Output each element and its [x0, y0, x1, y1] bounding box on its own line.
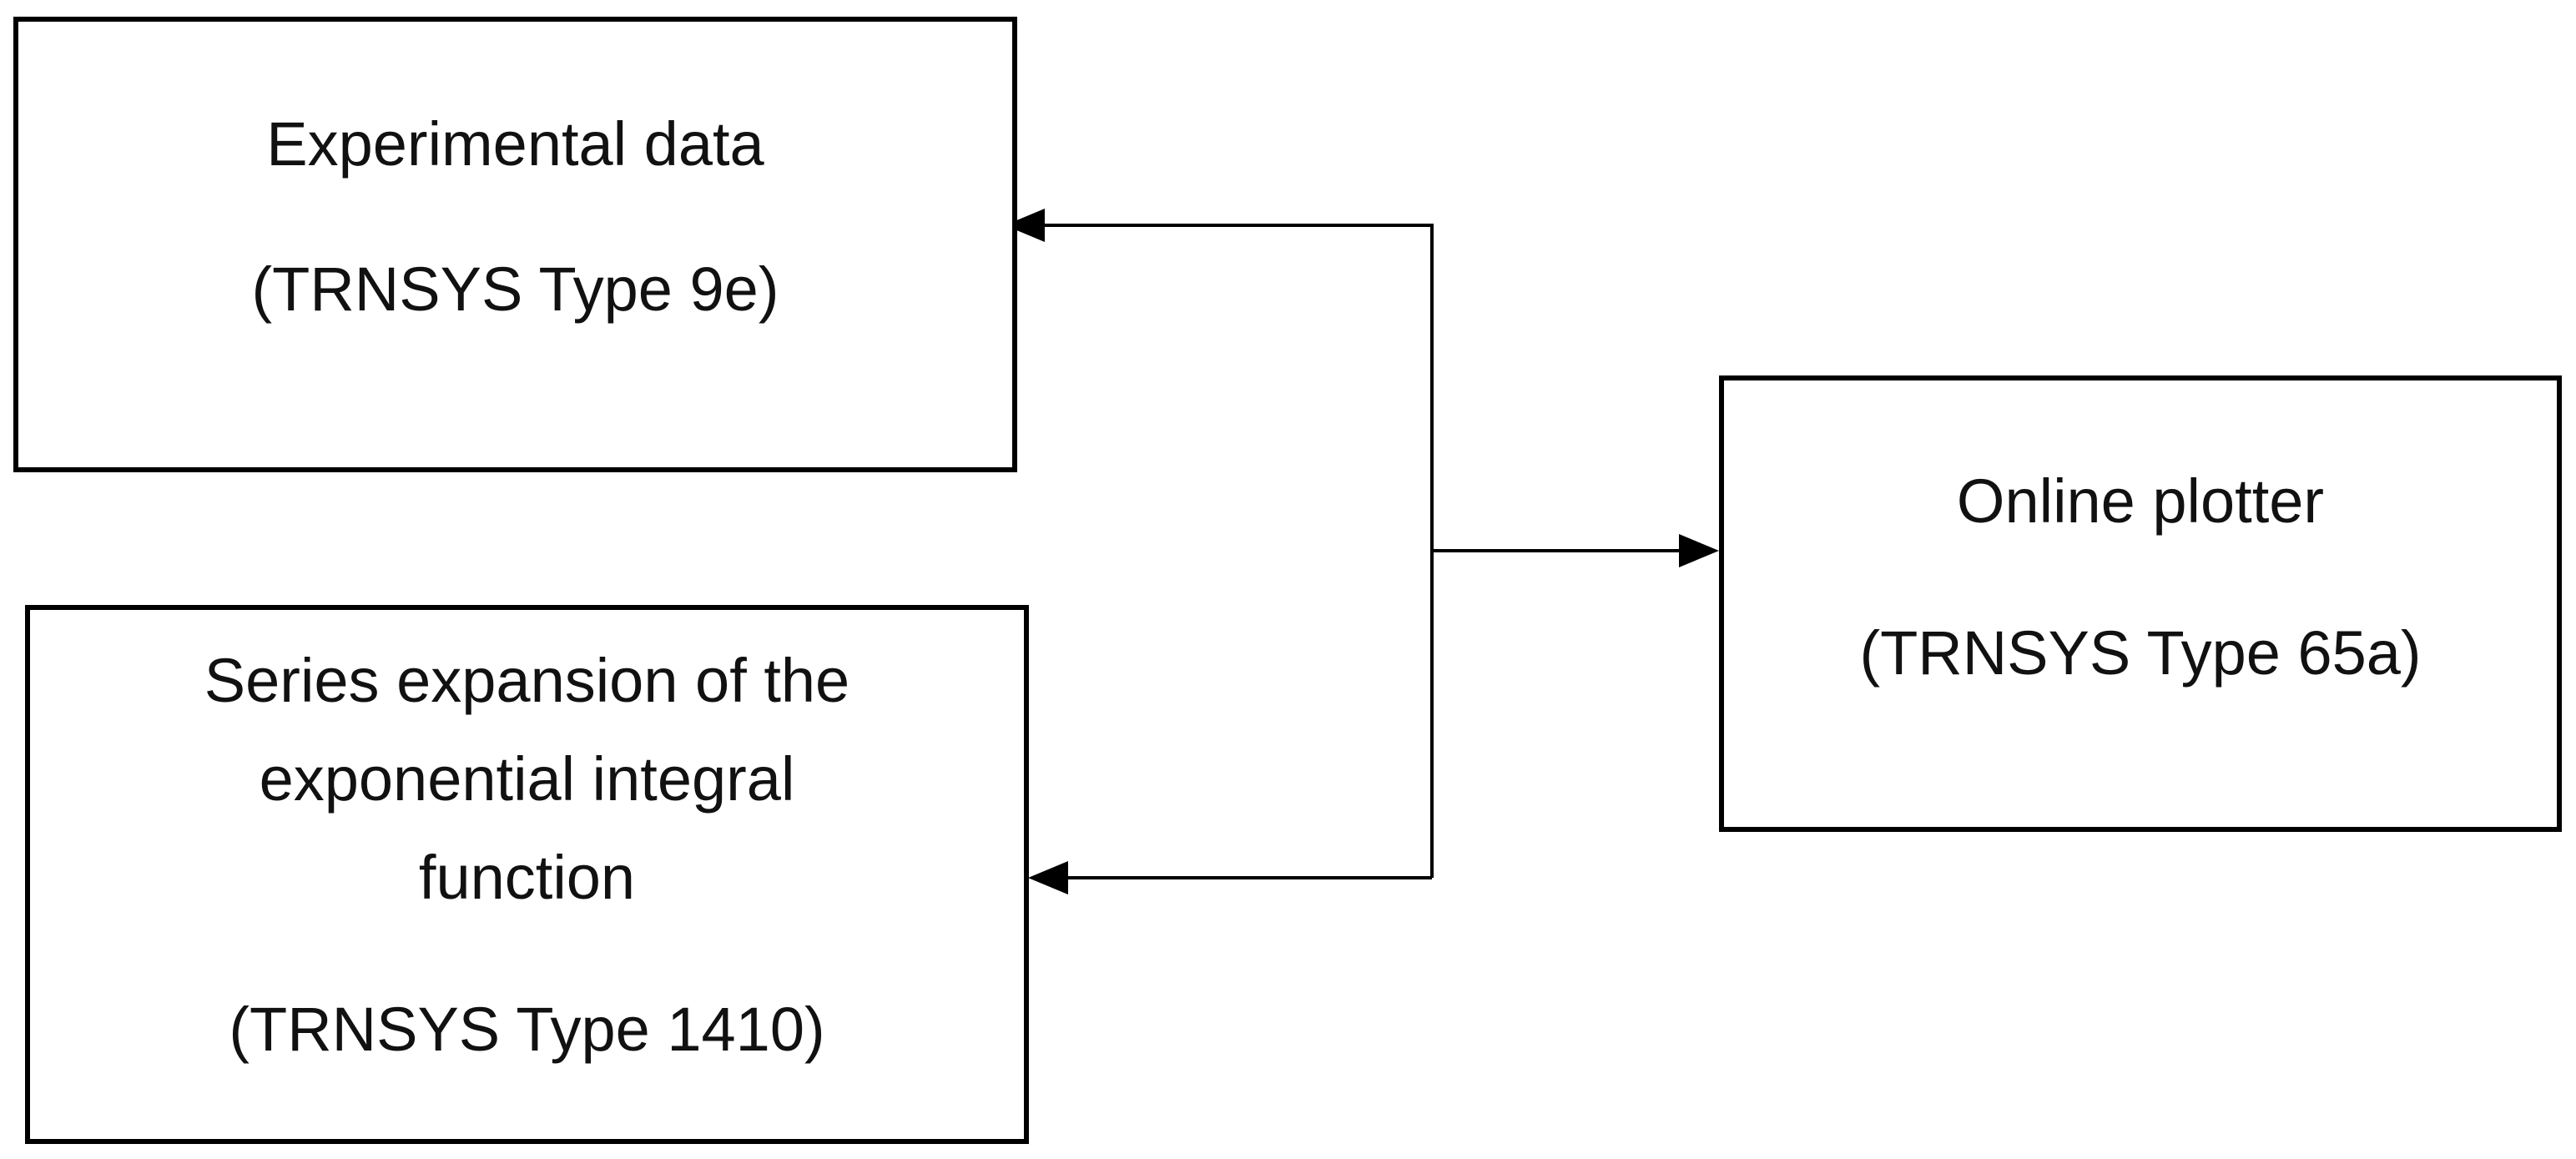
arrowhead-plotter	[1679, 534, 1719, 567]
online-plotter-title: Online plotter	[1956, 466, 2325, 536]
series-expansion-line-3: function	[418, 843, 636, 912]
series-expansion-line-2: exponential integral	[259, 744, 795, 814]
experimental-data-title: Experimental data	[266, 109, 764, 179]
online-plotter-box: Online plotter (TRNSYS Type 65a)	[1719, 375, 2562, 832]
arrowhead-series	[1028, 861, 1068, 894]
experimental-data-box: Experimental data (TRNSYS Type 9e)	[13, 17, 1017, 472]
experimental-data-type: (TRNSYS Type 9e)	[251, 254, 779, 324]
series-expansion-type: (TRNSYS Type 1410)	[229, 995, 825, 1064]
online-plotter-type: (TRNSYS Type 65a)	[1859, 618, 2422, 688]
series-expansion-line-1: Series expansion of the	[204, 646, 850, 715]
series-expansion-box: Series expansion of the exponential inte…	[25, 605, 1029, 1144]
